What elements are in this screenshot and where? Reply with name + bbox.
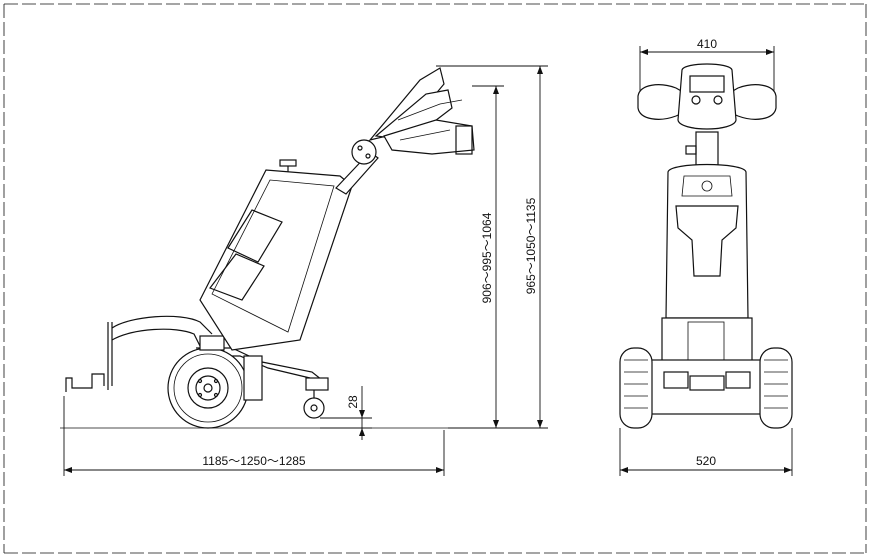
steering-column xyxy=(335,139,379,195)
min-handle-height-label: 906～995～1064 xyxy=(480,212,494,303)
side-view: 1185～1250～1285 28 906～995～1064 965～1 xyxy=(60,65,548,476)
motor-housing xyxy=(243,355,263,401)
front-right-wheel xyxy=(759,347,793,429)
rear-fender xyxy=(111,315,213,335)
rear-hook xyxy=(65,373,105,392)
rear-wheel xyxy=(167,347,249,429)
overall-length-label: 1185～1250～1285 xyxy=(202,454,306,468)
front-panel xyxy=(675,205,739,277)
front-left-wheel xyxy=(619,347,653,429)
dim-max-handle-height: 965～1050～1135 xyxy=(436,65,548,429)
front-column xyxy=(695,131,719,169)
handle-assembly xyxy=(368,67,475,155)
front-view: 410 520 xyxy=(619,37,793,476)
front-body xyxy=(665,163,749,319)
dim-ground-clearance: 28 xyxy=(320,386,372,440)
max-handle-height-label: 965～1050～1135 xyxy=(524,197,538,294)
body-shell xyxy=(199,159,353,351)
caster-wheel xyxy=(303,377,329,419)
ground-clearance-label: 28 xyxy=(346,395,360,409)
dim-overall-length: 1185～1250～1285 xyxy=(63,396,445,476)
overall-width-label: 520 xyxy=(696,454,716,468)
front-chassis xyxy=(649,317,765,415)
body-panel-lower xyxy=(209,253,265,301)
dim-overall-width: 520 xyxy=(619,428,793,476)
drawing-frame xyxy=(3,3,867,554)
dim-min-handle-height: 906～995～1064 xyxy=(472,85,504,428)
dim-handle-width: 410 xyxy=(639,37,775,92)
handle-width-label: 410 xyxy=(697,37,717,51)
body-panel-upper xyxy=(227,209,283,263)
lid-knob xyxy=(279,159,297,167)
front-handle xyxy=(637,63,777,130)
